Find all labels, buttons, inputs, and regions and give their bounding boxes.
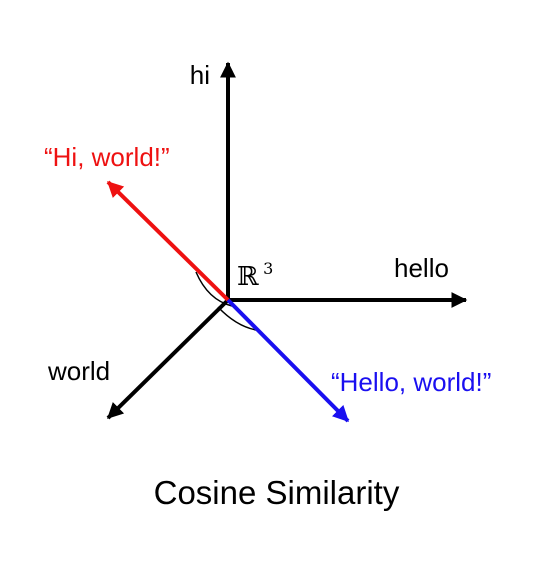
space-label-exponent: 3 (263, 259, 273, 278)
hello-axis-label: hello (394, 253, 449, 283)
space-label: ℝ 3 (237, 259, 273, 292)
angle-arc-hello-world (217, 306, 257, 331)
world-axis-label: world (47, 356, 110, 386)
hello-world-label: “Hello, world!” (331, 367, 491, 397)
hi-axis-label: hi (190, 60, 210, 90)
hello-world-vector (226, 298, 350, 423)
hi-world-label: “Hi, world!” (44, 142, 170, 172)
hi-world-vector (106, 180, 230, 302)
world-axis-arrow (106, 298, 230, 420)
space-label-base: ℝ (237, 262, 259, 292)
angle-arc-hi-world (195, 271, 233, 307)
diagram-caption: Cosine Similarity (153, 474, 400, 511)
